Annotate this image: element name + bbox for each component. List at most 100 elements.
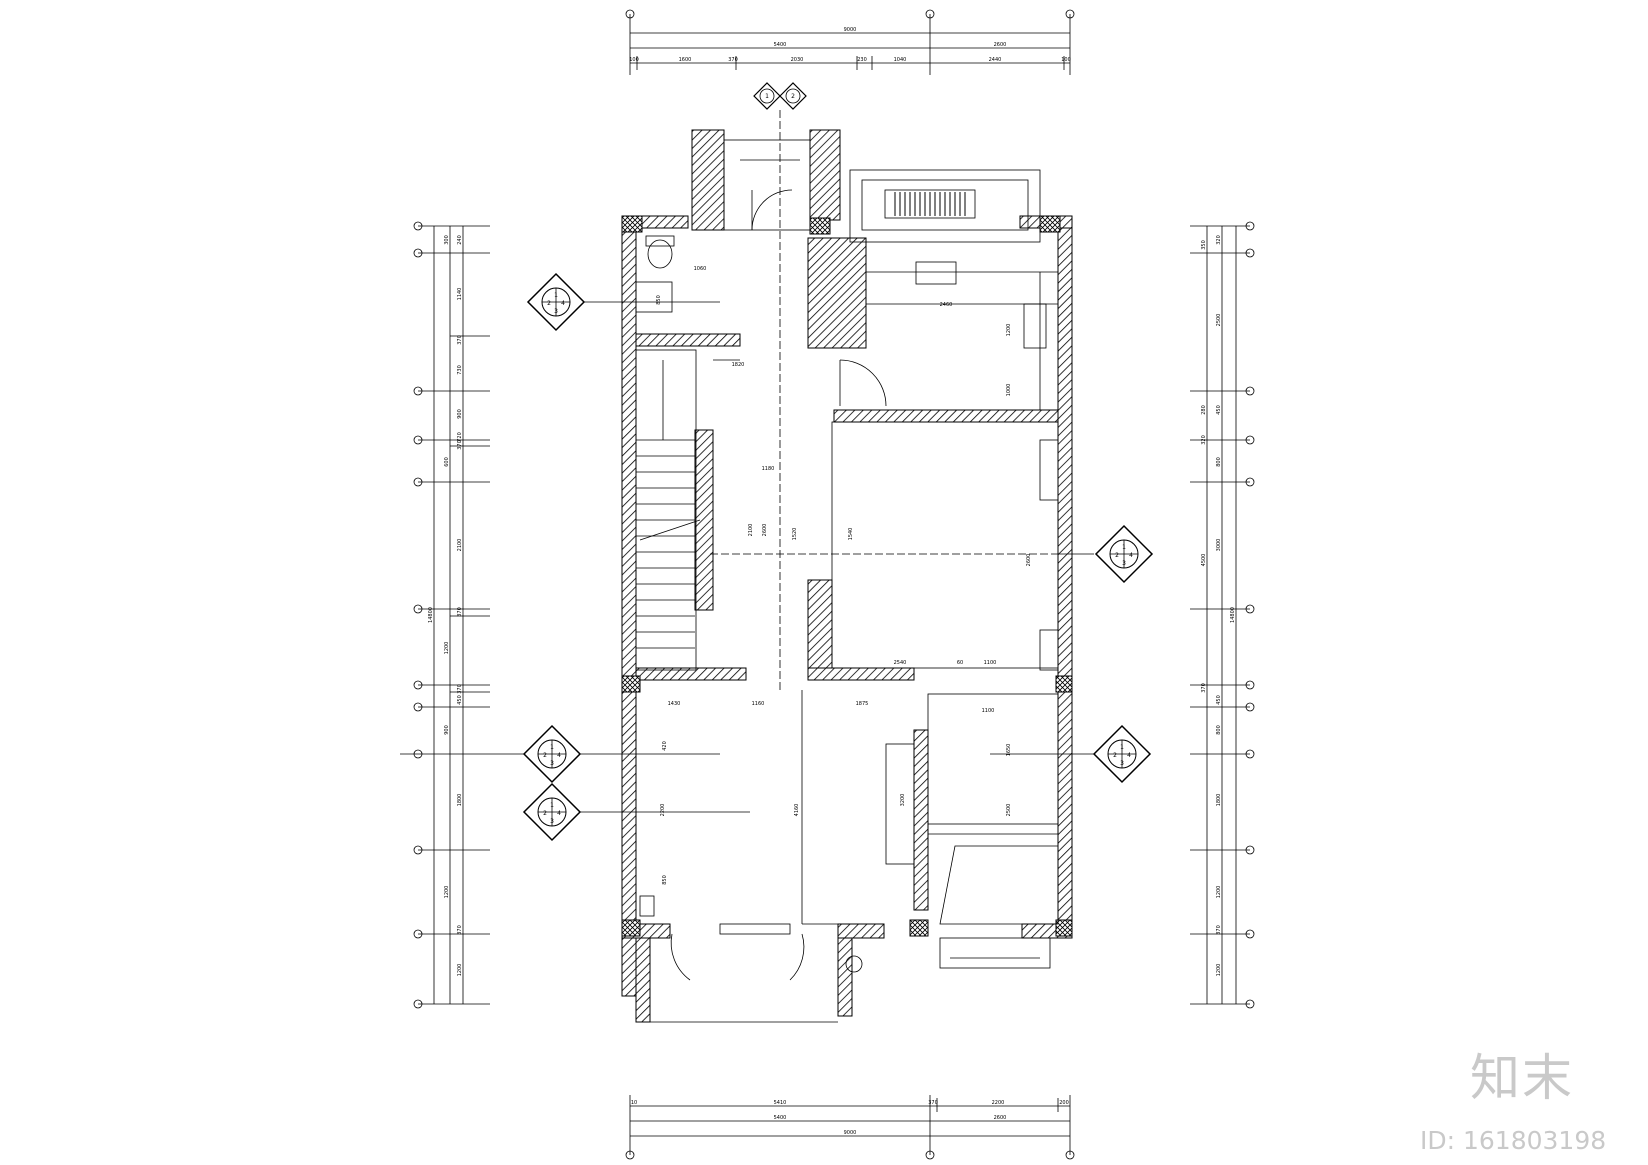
room-dim-11: 1100 [984, 660, 997, 666]
top-part-dim-3: 370 [728, 57, 738, 63]
left-dim-17: 1200 [444, 886, 450, 899]
column-7 [909, 919, 929, 937]
left-dim-10: 2100 [457, 539, 463, 552]
bottom-part-dim-3: 370 [928, 1100, 938, 1106]
elevation-leaders [580, 301, 1094, 813]
symbol-4-label-top: 1 [1122, 544, 1126, 551]
wall-mid-left [635, 667, 747, 681]
wall-stair-core [694, 429, 714, 611]
elevation-symbol-1: 1 2 3 4 [526, 272, 586, 332]
room-dim-7: 1520 [792, 528, 798, 541]
symbol-5-label-right: 4 [1127, 752, 1131, 759]
left-dimension-labels: 14800 300 240 1140 370 730 900 720 370 6… [428, 235, 463, 976]
left-dim-15: 900 [444, 725, 450, 735]
elevation-symbol-3: 1 2 3 4 [522, 782, 582, 842]
column-2 [809, 217, 831, 235]
right-dim-1: 350 [1201, 240, 1207, 250]
bottom-dimension-labels: 10 5410 370 2200 200 5400 2600 9000 [631, 1100, 1069, 1136]
left-dim-18: 370 [457, 925, 463, 935]
room-dim-2: 850 [656, 295, 662, 305]
room-dim-10: 60 [957, 660, 963, 666]
top-part-dim-2: 1600 [679, 57, 692, 63]
symbol-1-label-top: 1 [554, 292, 558, 299]
right-dim-16: 1200 [1216, 964, 1222, 977]
room-dim-12: 1430 [668, 701, 681, 707]
top-part-dim-1: 100 [629, 57, 639, 63]
room-dim-22: 2600 [762, 524, 768, 537]
symbol-5-label-bottom: 3 [1120, 760, 1124, 767]
wall-porch-right [809, 129, 841, 221]
column-4 [621, 675, 641, 693]
watermark-id: ID: 161803198 [1420, 1126, 1607, 1155]
column-8 [1055, 919, 1073, 937]
bottom-part-dim-5: 200 [1059, 1100, 1069, 1106]
left-dim-13: 370 [457, 684, 463, 694]
room-dim-8: 1540 [848, 528, 854, 541]
room-dim-5: 1000 [1006, 384, 1012, 397]
wall-wardrobe [807, 237, 867, 349]
right-dim-4: 280 [1201, 405, 1207, 415]
wall-kitchen-bottom [833, 409, 1059, 423]
right-dim-13: 1800 [1216, 794, 1222, 807]
top-part-dim-4: 2030 [791, 57, 804, 63]
wall-porch-bottom-right [837, 937, 853, 1017]
elevation-symbol-4: 1 2 3 4 [1094, 524, 1154, 584]
right-dim-15: 370 [1216, 925, 1222, 935]
room-dim-19: 2100 [748, 524, 754, 537]
right-dim-12: 800 [1216, 725, 1222, 735]
right-dim-8: 3000 [1216, 539, 1222, 552]
left-overall-dim: 14800 [428, 607, 434, 623]
wall-right-outer [1057, 225, 1073, 927]
left-dim-6: 900 [457, 409, 463, 419]
top-part-dim-6: 1040 [894, 57, 907, 63]
wall-bedroom-left [913, 729, 929, 911]
room-dim-13: 1875 [856, 701, 869, 707]
room-dim-4: 1200 [1006, 324, 1012, 337]
left-dim-8: 370 [457, 440, 463, 450]
left-dim-11: 370 [457, 607, 463, 617]
left-dim-2: 240 [457, 235, 463, 245]
room-dimension-labels: 1060 850 2460 1200 1000 2600 1520 1540 2… [656, 266, 1032, 885]
wall-central [807, 579, 833, 681]
room-dim-16: 2500 [1006, 804, 1012, 817]
left-dim-16: 1800 [457, 794, 463, 807]
room-dim-9: 2540 [894, 660, 907, 666]
symbol-1-label-bottom: 3 [554, 308, 558, 315]
left-dim-1: 300 [444, 235, 450, 245]
top-overall-dim: 9000 [844, 27, 857, 33]
left-dim-5: 730 [457, 365, 463, 375]
right-dimension-labels: 14800 350 320 2500 280 450 320 800 3000 … [1201, 235, 1236, 976]
radiator-grill [894, 192, 966, 216]
symbol-3-label-left: 2 [543, 810, 547, 817]
elevation-symbol-5: 1 2 3 4 [1092, 724, 1152, 784]
left-dim-3: 1140 [457, 288, 463, 301]
room-dim-18: 2200 [660, 804, 666, 817]
symbol-2-label-left: 2 [543, 752, 547, 759]
room-dim-24: 1160 [752, 701, 765, 707]
top-part-dim-8: 100 [1061, 57, 1071, 63]
column-6 [621, 919, 641, 937]
wall-porch-bottom-left [635, 937, 651, 1023]
right-dim-3: 2500 [1216, 314, 1222, 327]
wall-bath-bottom [635, 333, 741, 347]
bottom-mid-dim-2: 2600 [994, 1115, 1007, 1121]
left-dim-4: 370 [457, 335, 463, 345]
top-dimension-labels: 9000 5400 2600 100 1600 370 2030 230 104… [629, 27, 1071, 63]
symbol-3-label-bottom: 3 [550, 818, 554, 825]
wall-left-outer [621, 225, 637, 997]
wall-porch-left [691, 129, 725, 231]
left-dimensions [400, 221, 560, 1009]
symbol-3-label-right: 4 [557, 810, 561, 817]
column-1 [621, 215, 643, 233]
room-dim-6: 2600 [1026, 554, 1032, 567]
top-part-dim-5: 230 [857, 57, 867, 63]
symbol-3-label-top: 1 [550, 802, 554, 809]
top-dimensions [625, 9, 1075, 75]
room-dim-14: 1100 [982, 708, 995, 714]
bottom-part-dim-1: 10 [631, 1100, 637, 1106]
right-dim-6: 320 [1201, 435, 1207, 445]
symbol-2-label-bottom: 3 [550, 760, 554, 767]
right-dim-2: 320 [1216, 235, 1222, 245]
elevation-symbol-2: 1 2 3 4 [522, 724, 582, 784]
